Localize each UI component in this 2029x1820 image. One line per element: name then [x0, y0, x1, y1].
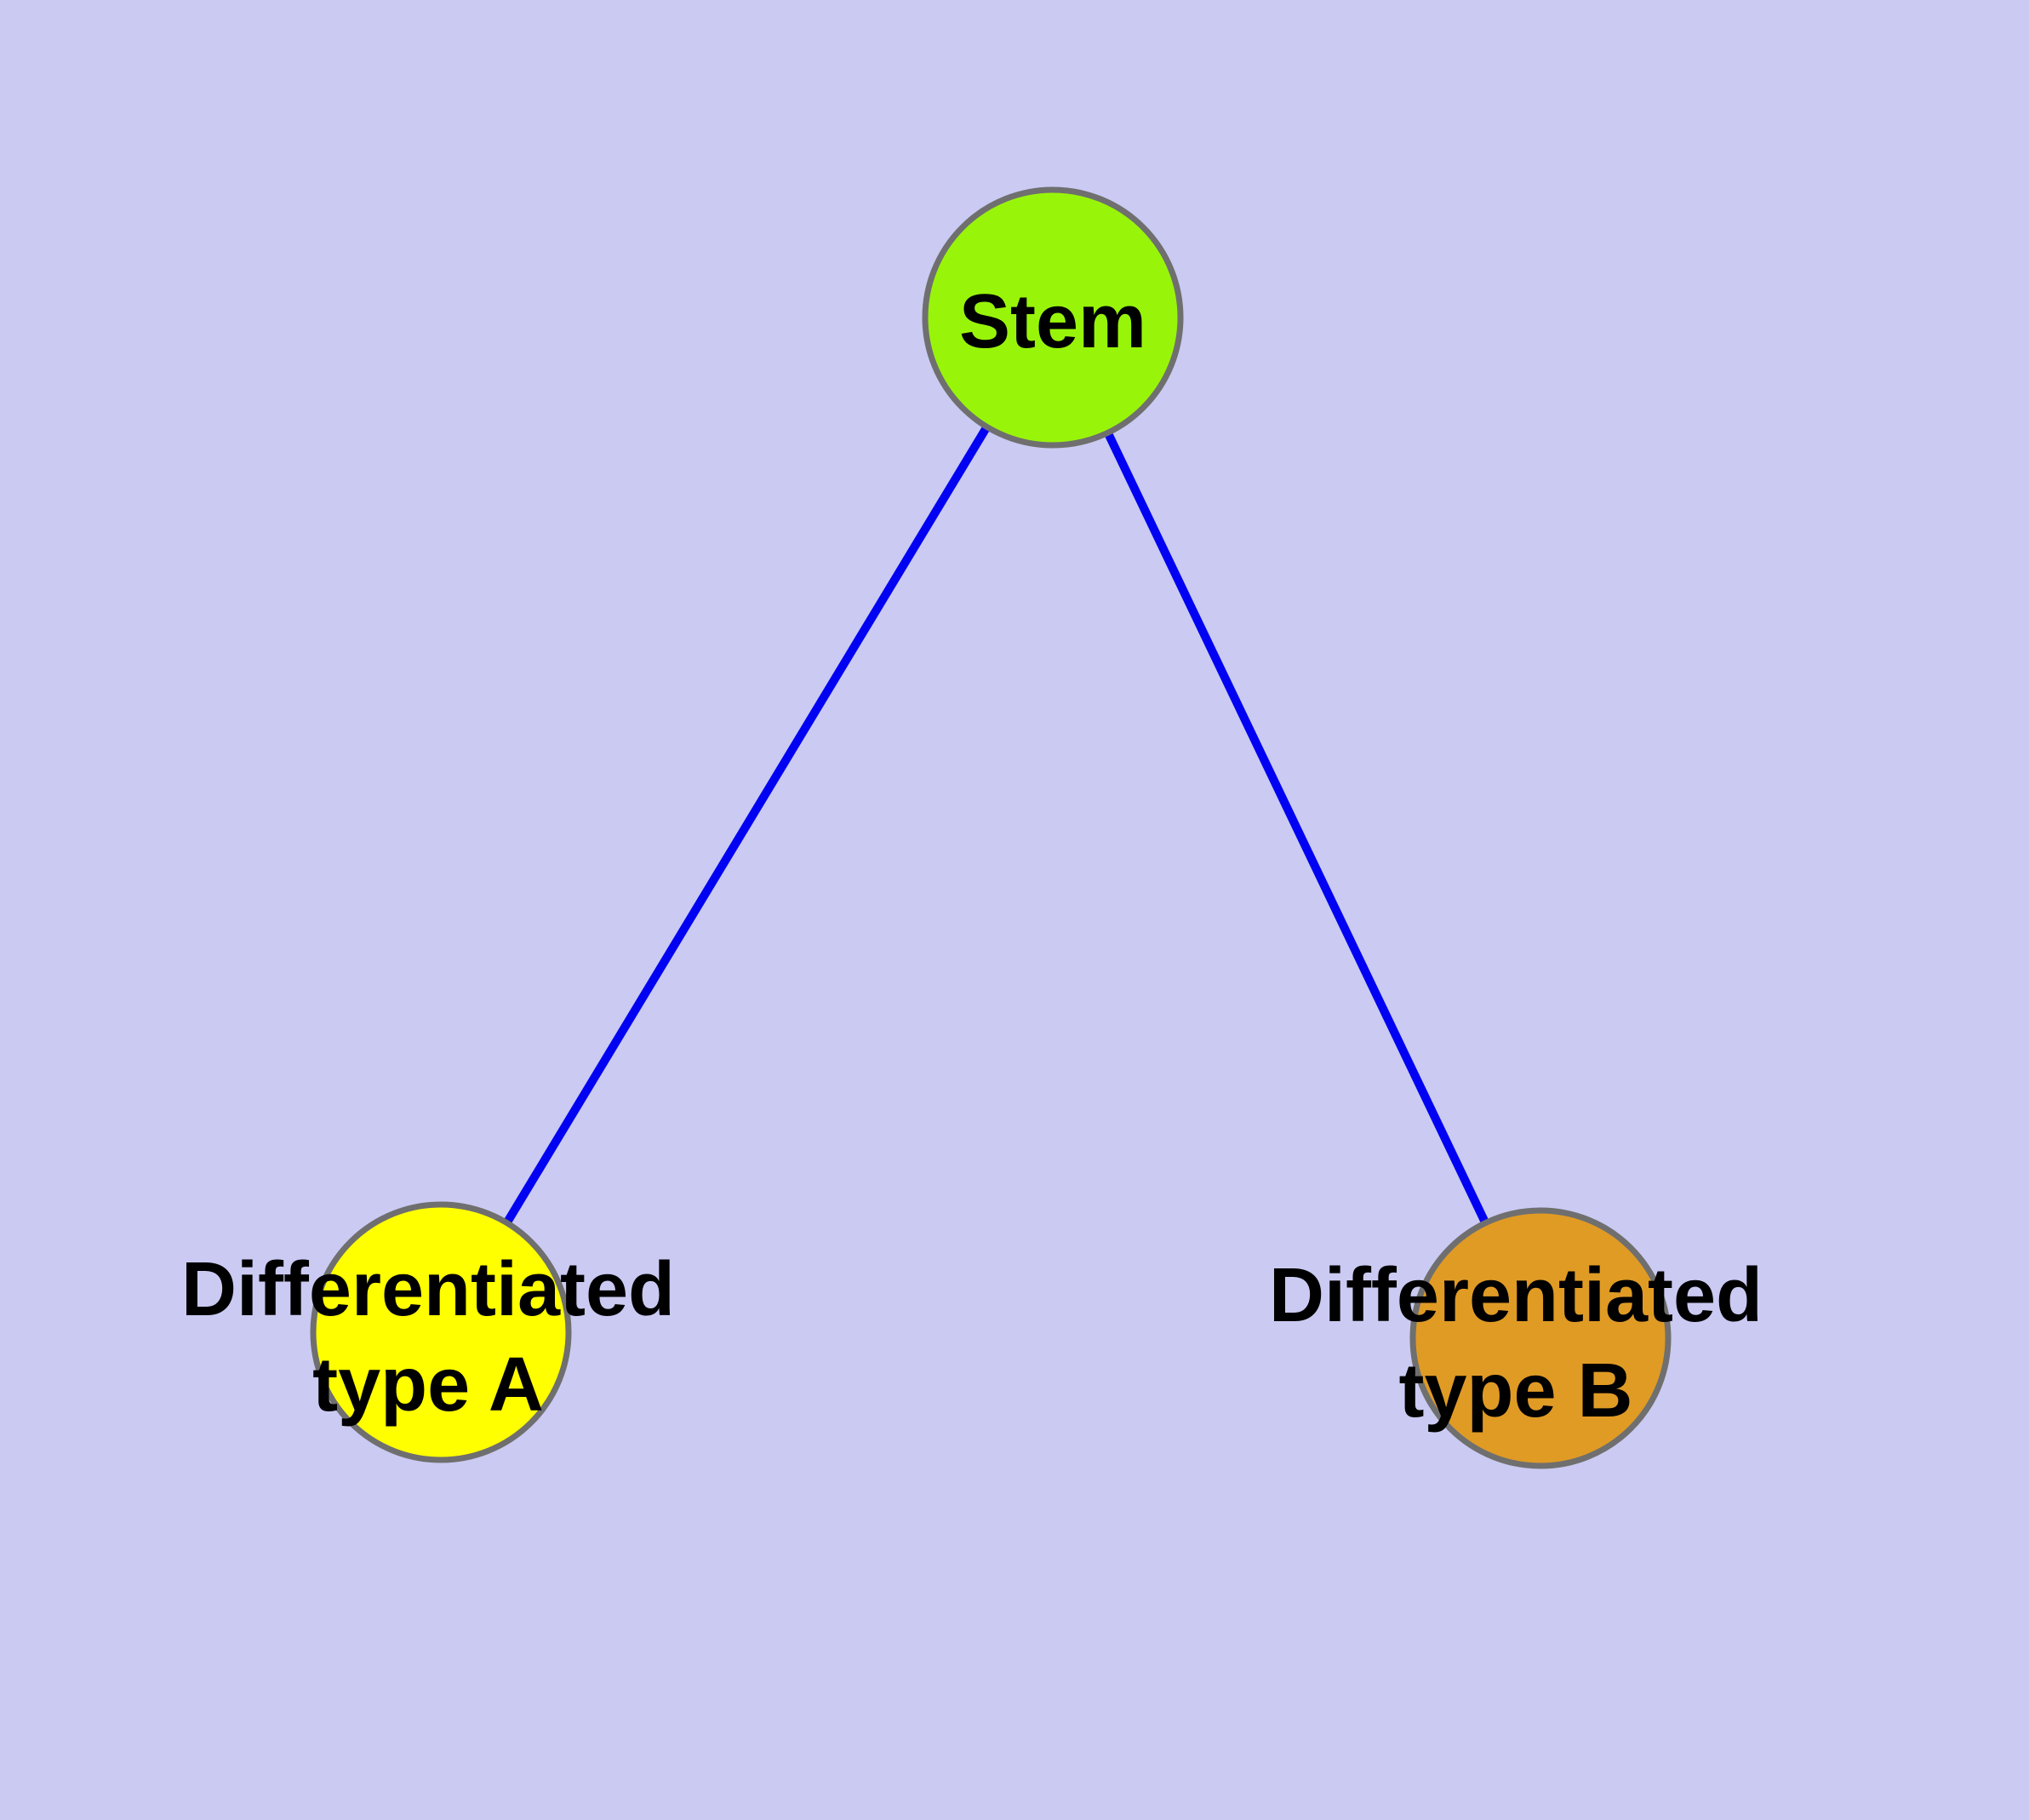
edge-stem-to-type-b — [1049, 315, 1545, 1341]
differentiated-type-a-node-circle — [310, 1201, 572, 1463]
differentiated-type-b-label-line2: type B — [1398, 1348, 1632, 1434]
differentiated-type-a-label-line2: type A — [312, 1342, 544, 1428]
differentiated-type-b-node-circle — [1409, 1207, 1672, 1469]
edge-stem-to-type-a — [437, 315, 1057, 1335]
stem-node-label: Stem — [959, 279, 1146, 364]
stem-node-circle — [922, 186, 1184, 449]
differentiated-type-b-label-line1: Differentiated — [1269, 1253, 1763, 1338]
differentiated-type-a-label-line1: Differentiated — [181, 1247, 675, 1332]
